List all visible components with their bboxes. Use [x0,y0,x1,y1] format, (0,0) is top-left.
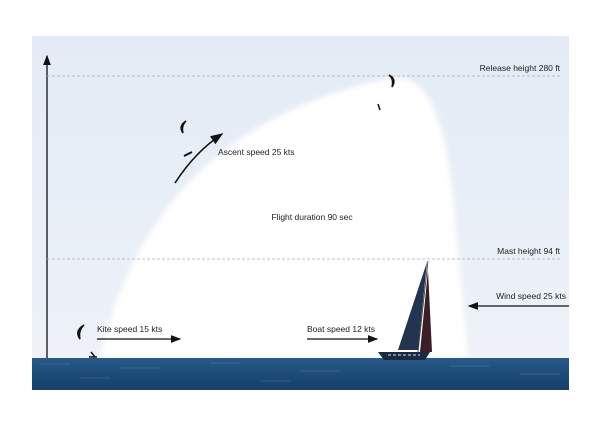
kite-icon-ascent [180,120,187,134]
kite-icon-peak [388,74,395,88]
rider-icon-start [89,351,97,358]
kite-speed-label: Kite speed 15 kts [97,324,162,334]
ascent-speed-label: Ascent speed 25 kts [218,147,295,157]
kite-icon-start [77,324,85,340]
release-height-label: Release height 280 ft [480,63,561,73]
flight-duration-label: Flight duration 90 sec [271,212,353,222]
flight-envelope [100,77,468,358]
rider-icon-ascent [183,151,193,157]
sea [32,358,569,390]
mast-height-label: Mast height 94 ft [497,246,560,256]
rider-icon-peak [377,103,381,111]
ascent-arrow [174,133,224,184]
sea-texture [40,362,560,382]
boat-speed-label: Boat speed 12 kts [307,324,375,334]
wind-speed-label: Wind speed 25 kts [496,291,566,301]
sailboat-icon [378,260,432,360]
